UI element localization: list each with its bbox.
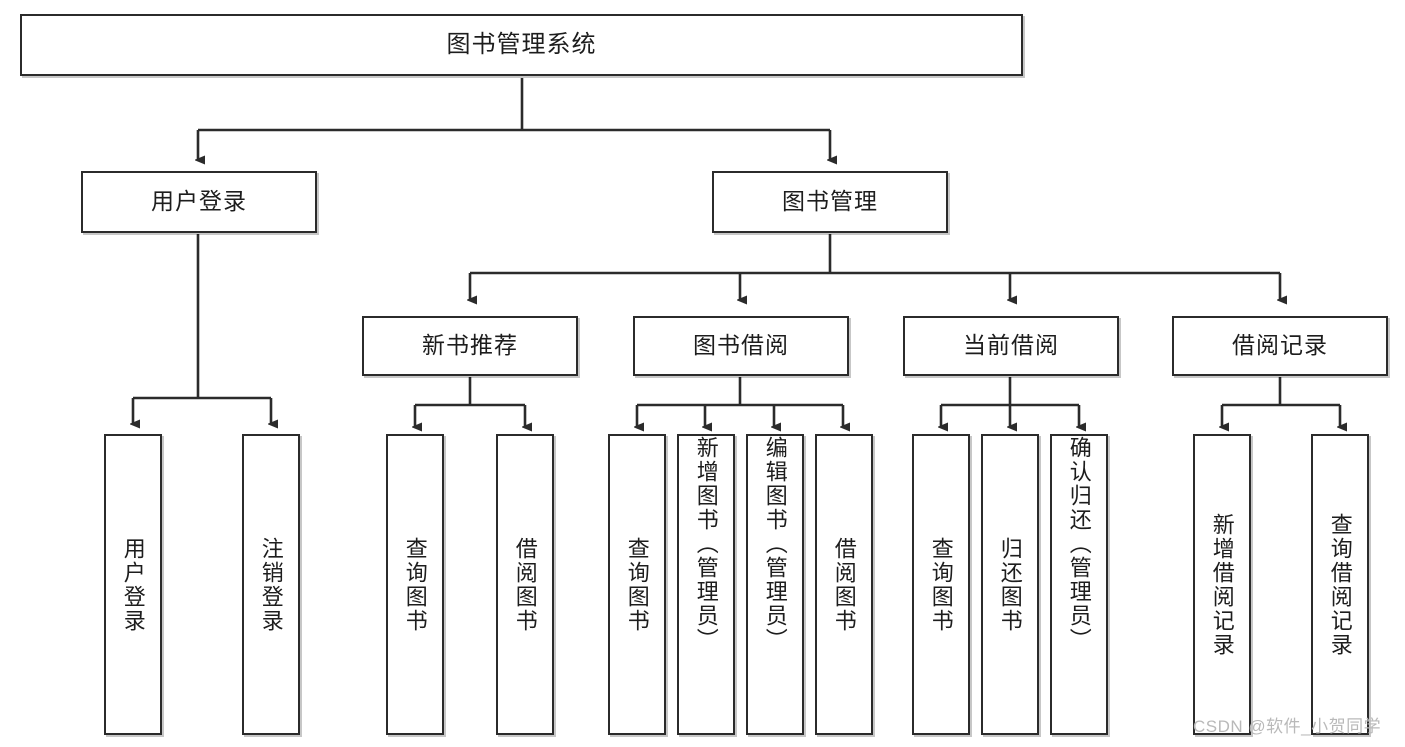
- node-new-book-recommend[interactable]: 新书推荐: [362, 316, 578, 376]
- node-leaf-query-book-current-label: 查询图书: [928, 536, 954, 633]
- node-leaf-borrow-book-recommend-label: 借阅图书: [512, 536, 538, 633]
- node-book-management[interactable]: 图书管理: [712, 171, 948, 233]
- node-leaf-borrow-book-label: 借阅图书: [831, 536, 857, 633]
- node-leaf-edit-book-label: 编辑图书（管理员）: [762, 436, 788, 652]
- node-leaf-borrow-book-recommend[interactable]: 借阅图书: [496, 434, 554, 735]
- node-leaf-query-book-recommend-label: 查询图书: [402, 536, 428, 633]
- node-leaf-query-book-borrow-label: 查询图书: [624, 536, 650, 633]
- node-root[interactable]: 图书管理系统: [20, 14, 1023, 76]
- node-borrow-record-label: 借阅记录: [1232, 332, 1328, 359]
- node-leaf-query-borrow-record[interactable]: 查询借阅记录: [1311, 434, 1369, 735]
- node-book-borrow-label: 图书借阅: [693, 332, 789, 359]
- node-leaf-logout[interactable]: 注销登录: [242, 434, 300, 735]
- node-leaf-return-book[interactable]: 归还图书: [981, 434, 1039, 735]
- node-current-borrow-label: 当前借阅: [963, 332, 1059, 359]
- node-new-book-recommend-label: 新书推荐: [422, 332, 518, 359]
- node-root-label: 图书管理系统: [446, 30, 597, 58]
- csdn-watermark: CSDN @软件_小贺同学: [1193, 717, 1382, 736]
- node-leaf-add-book-label: 新增图书（管理员）: [693, 436, 719, 652]
- node-leaf-add-borrow-record[interactable]: 新增借阅记录: [1193, 434, 1251, 735]
- node-borrow-record[interactable]: 借阅记录: [1172, 316, 1388, 376]
- node-leaf-query-borrow-record-label: 查询借阅记录: [1327, 512, 1353, 657]
- node-leaf-return-book-label: 归还图书: [997, 536, 1023, 633]
- node-user-login[interactable]: 用户登录: [81, 171, 317, 233]
- node-leaf-add-book[interactable]: 新增图书（管理员）: [677, 434, 735, 735]
- node-current-borrow[interactable]: 当前借阅: [903, 316, 1119, 376]
- node-leaf-logout-label: 注销登录: [258, 536, 284, 633]
- node-leaf-query-book-borrow[interactable]: 查询图书: [608, 434, 666, 735]
- node-leaf-confirm-return-label: 确认归还（管理员）: [1066, 436, 1092, 652]
- node-leaf-query-book-current[interactable]: 查询图书: [912, 434, 970, 735]
- node-book-borrow[interactable]: 图书借阅: [633, 316, 849, 376]
- node-leaf-borrow-book[interactable]: 借阅图书: [815, 434, 873, 735]
- node-user-login-label: 用户登录: [151, 188, 247, 215]
- node-leaf-user-login[interactable]: 用户登录: [104, 434, 162, 735]
- node-leaf-query-book-recommend[interactable]: 查询图书: [386, 434, 444, 735]
- node-leaf-add-borrow-record-label: 新增借阅记录: [1209, 512, 1235, 657]
- node-leaf-user-login-label: 用户登录: [120, 536, 146, 633]
- node-leaf-edit-book[interactable]: 编辑图书（管理员）: [746, 434, 804, 735]
- node-leaf-confirm-return[interactable]: 确认归还（管理员）: [1050, 434, 1108, 735]
- node-book-management-label: 图书管理: [782, 188, 878, 215]
